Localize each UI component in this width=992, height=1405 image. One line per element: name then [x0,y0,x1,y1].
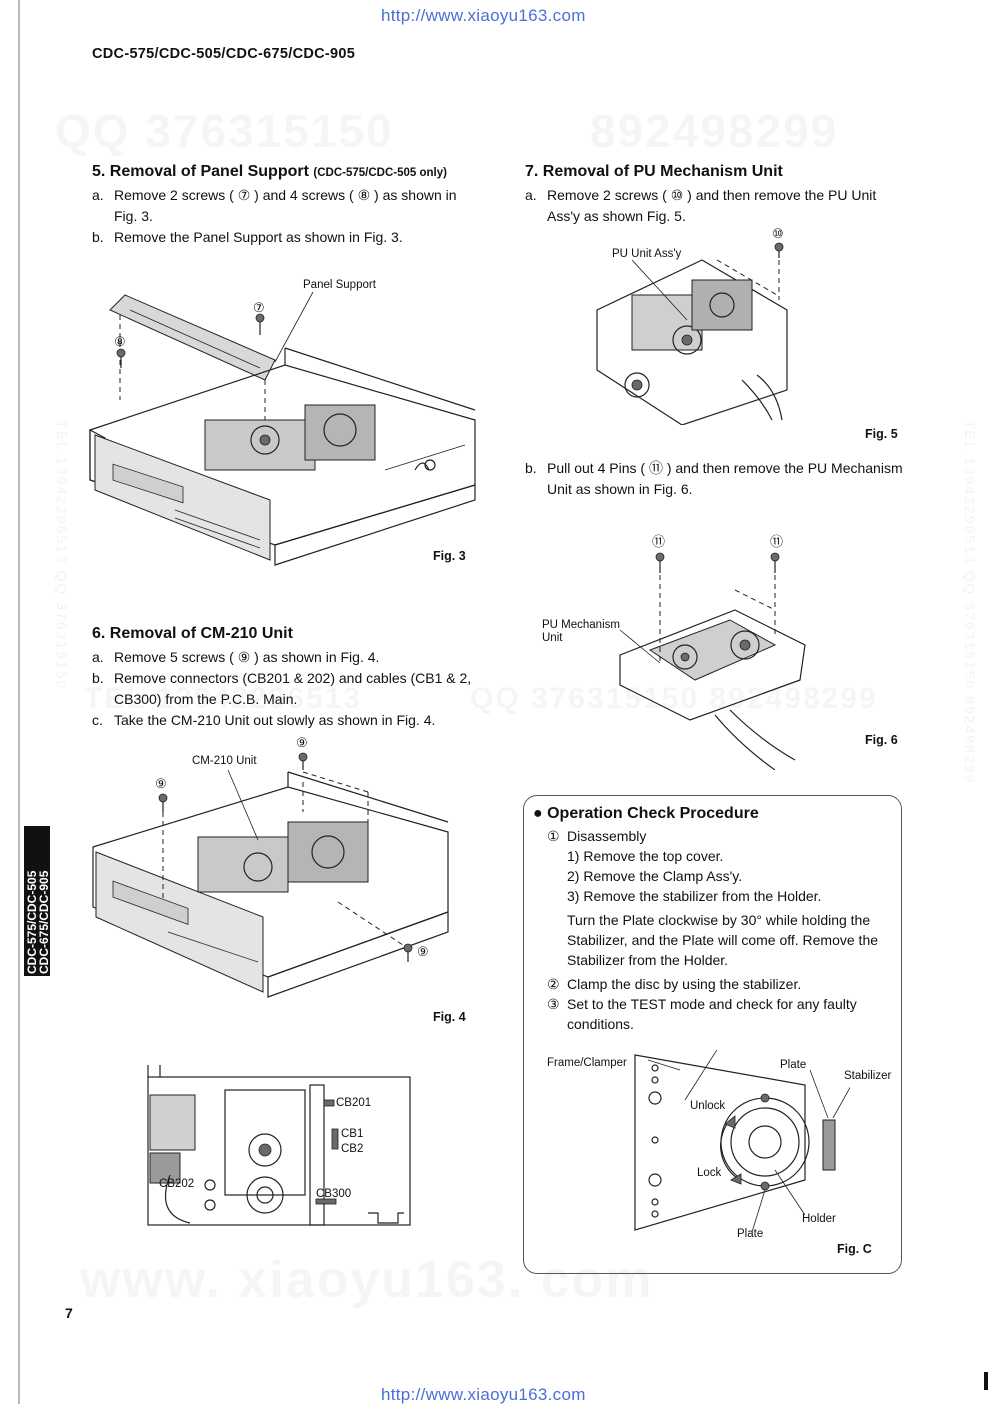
pcb-label-cb202: CB202 [159,1178,195,1190]
fig-3-marker-7: ⑦ [253,300,265,315]
fig-5-marker-10: ⑩ [772,226,784,241]
fig-5-label-pu-unit: PU Unit Ass'y [612,248,682,260]
section-6-step-a: a.Remove 5 screws ( ⑨ ) as shown in Fig.… [92,649,380,665]
section-6-step-c: c.Take the CM-210 Unit out slowly as sho… [92,712,436,728]
fig-4-marker-9-top: ⑨ [296,735,308,750]
side-model-tab: CDC-575/CDC-505 CDC-675/CDC-905 [24,826,51,976]
fig-6-caption: Fig. 6 [865,733,898,747]
source-url-top[interactable]: http://www.xiaoyu163.com [381,6,586,25]
fig-c-label-plate-bottom: Plate [737,1228,764,1240]
procedure-sub-1: 1) Remove the top cover. [567,848,724,864]
section-6: 6. Removal of CM-210 Unit a.Remove 5 scr… [92,625,482,731]
model-header: CDC-575/CDC-505/CDC-675/CDC-905 [92,46,356,62]
watermark-side-right: TEL 13942296513 QQ 376315150 892498299 [962,420,978,785]
pcb-label-cb300: CB300 [316,1188,352,1200]
watermark-top-left: QQ 376315150 [55,104,394,158]
fig-6-marker-11-left: ⑪ [652,534,666,549]
fig-4-marker-9-left: ⑨ [155,776,167,791]
fig-3-drawing [89,291,476,566]
pcb-label-cb2: CB2 [341,1143,364,1155]
fig-3-caption: Fig. 3 [433,549,466,563]
section-7-step-a: a.Remove 2 screws ( ⑩ ) and then remove … [525,187,877,224]
section-5-title: 5. Removal of Panel Support (CDC-575/CDC… [92,163,447,180]
side-tab-line2: CDC-675/CDC-905 [37,870,51,974]
fig-c-label-plate-top: Plate [780,1059,807,1071]
fig-c-label-holder: Holder [802,1213,836,1225]
fig-6-label-pu-mech: PU Mechanism Unit [542,619,620,644]
fig-c-label-frame-clamper: Frame/Clamper [547,1057,627,1069]
fig-6-marker-11-right: ⑪ [770,534,784,549]
fig-c-label-unlock: Unlock [690,1100,726,1112]
source-url-bottom[interactable]: http://www.xiaoyu163.com [381,1385,586,1404]
fig-4-caption: Fig. 4 [433,1010,466,1024]
pcb-label-cb201: CB201 [336,1097,372,1109]
section-5-step-b: b.Remove the Panel Support as shown in F… [92,229,403,245]
fig-c-drawing [634,1050,850,1233]
fig-4-drawing [92,752,449,998]
procedure-sub-2: 2) Remove the Clamp Ass'y. [567,868,743,884]
pcb-drawing [147,1065,411,1226]
section-6-step-b: b.Remove connectors (CB201 & 202) and ca… [92,670,472,707]
section-7-title: 7. Removal of PU Mechanism Unit [525,163,783,180]
scan-edge-line [18,0,20,1404]
fig-5-caption: Fig. 5 [865,427,898,441]
edge-mark [984,1372,988,1390]
fig-3-marker-8: ⑧ [114,334,126,349]
operation-check-box [523,795,902,1274]
page-number: 7 [65,1305,73,1321]
fig-c-caption: Fig. C [837,1242,872,1256]
section-7: 7. Removal of PU Mechanism Unit a.Remove… [525,163,903,227]
fig-4-marker-9-right: ⑨ [417,944,429,959]
fig-5-drawing [596,242,788,425]
watermark-top-right: 892498299 [590,104,838,158]
section-6-title: 6. Removal of CM-210 Unit [92,625,293,642]
fig-6-drawing [619,552,806,770]
section-7-step-b: b.Pull out 4 Pins ( ⑪ ) and then remove … [525,460,903,497]
section-5: 5. Removal of Panel Support (CDC-575/CDC… [92,163,482,248]
procedure-paragraph: Turn the Plate clockwise by 30° while ho… [567,912,879,968]
section-7-step-b-wrap: b.Pull out 4 Pins ( ⑪ ) and then remove … [525,458,903,500]
watermark-side-left: TEL 13942296513 QQ 376315150 [54,420,70,691]
procedure-sub-3: 3) Remove the stabilizer from the Holder… [567,888,822,904]
fig-c-label-stabilizer: Stabilizer [844,1070,892,1082]
fig-3-label-panel-support: Panel Support [303,279,376,291]
pcb-label-cb1: CB1 [341,1128,364,1140]
section-5-step-a: a.Remove 2 screws ( ⑦ ) and 4 screws ( ⑧… [92,187,457,224]
procedure-title: ● Operation Check Procedure [533,805,759,822]
fig-c-label-lock: Lock [697,1167,722,1179]
fig-4-label-cm210: CM-210 Unit [192,755,257,767]
